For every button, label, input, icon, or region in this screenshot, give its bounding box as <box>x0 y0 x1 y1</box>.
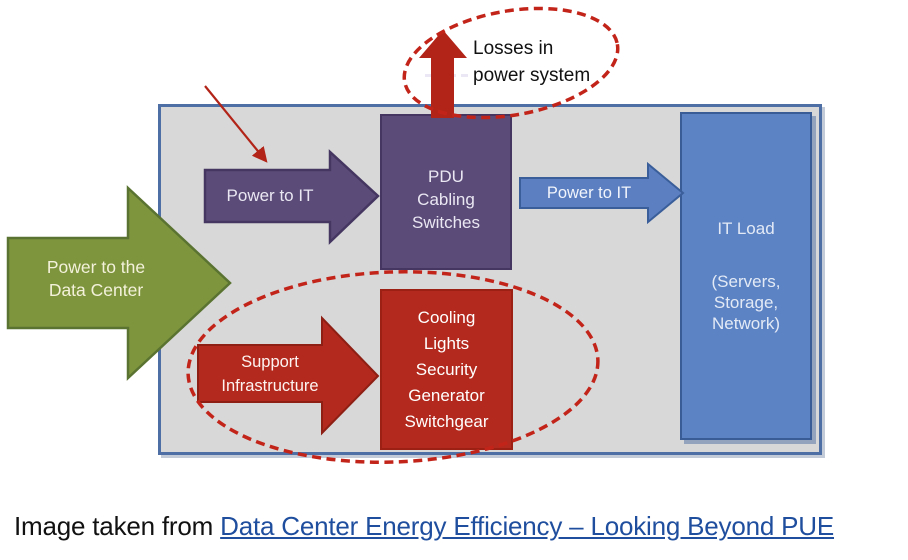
caption-prefix: Image taken from <box>14 511 221 541</box>
infra-box-line: Switchgear <box>404 411 489 431</box>
pdu-box-line: Cabling <box>417 189 475 209</box>
infra-box-line: Security <box>415 359 478 379</box>
pdu-cabling-switches-box: PDU Cabling Switches <box>380 74 512 270</box>
infra-box-line: Cooling <box>417 307 476 327</box>
infra-box-line: Lights <box>423 333 470 353</box>
power-to-it-blue-label: Power to IT <box>546 184 632 202</box>
support-infrastructure-box: Cooling Lights Security Generator Switch… <box>380 289 513 450</box>
power-to-it-purple-label: Power to IT <box>226 186 314 205</box>
it-load-title: IT Load <box>717 219 775 238</box>
power-to-dc-label: Power to the Data Center <box>46 257 146 300</box>
support-infrastructure-label: Support Infrastructure <box>221 353 319 395</box>
it-load-line: (Servers, <box>711 272 781 291</box>
it-load-box: IT Load (Servers, Storage, Network) <box>680 112 812 440</box>
losses-annotation-label: Losses in power system <box>473 38 591 86</box>
pdu-box-line: PDU <box>428 166 464 186</box>
it-load-line: Storage, <box>713 293 779 312</box>
erased-text-remnant <box>425 74 471 77</box>
infra-box-line: Generator <box>408 385 485 405</box>
image-caption: Image taken from Data Center Energy Effi… <box>14 511 904 542</box>
pdu-box-line: Switches <box>411 212 481 232</box>
it-load-line: Network) <box>711 314 780 333</box>
source-link[interactable]: Data Center Energy Efficiency – Looking … <box>220 511 835 541</box>
